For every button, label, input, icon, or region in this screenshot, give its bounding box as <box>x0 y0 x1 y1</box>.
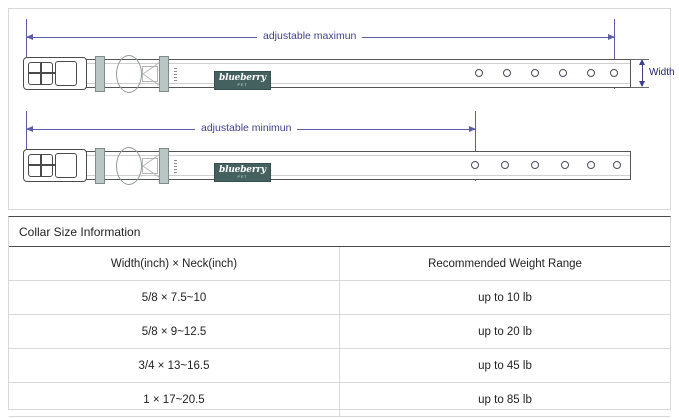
table-row: 3/4 × 13~16.5 up to 45 lb <box>9 348 670 383</box>
strap-hole <box>531 69 539 77</box>
dim-label-max: adjustable maximun <box>257 30 363 42</box>
strap-hole <box>561 161 569 169</box>
table-header-row: Width(inch) × Neck(inch) Recommended Wei… <box>9 246 670 281</box>
dim-ext-right-max <box>614 19 615 89</box>
table-caption-row: Collar Size Information <box>9 217 670 247</box>
strap-edge-stitch-max <box>174 68 177 82</box>
strap-hole <box>613 161 621 169</box>
cell-weight: up to 10 lb <box>339 280 670 315</box>
table-caption: Collar Size Information <box>9 217 670 247</box>
width-arrow-down <box>639 81 645 87</box>
strap-hole <box>559 69 567 77</box>
table-row: 5/8 × 7.5~10 up to 10 lb <box>9 280 670 315</box>
brand-logo-sub: PET <box>237 174 248 179</box>
brand-logo-patch-min: blueberry PET <box>214 163 271 182</box>
collar-diagram-minimum: adjustable minimun blueberry PET <box>9 9 670 209</box>
buckle-tongue-min <box>55 153 77 178</box>
buckle-pin-min <box>28 164 55 166</box>
cell-size: 5/8 × 9~12.5 <box>9 314 340 349</box>
brand-logo-word: blueberry <box>219 72 266 83</box>
width-arrow-up <box>639 59 645 65</box>
dim-arrow-left-max <box>26 33 33 40</box>
strap-hole <box>475 69 483 77</box>
keeper-loop-2-min <box>159 148 169 184</box>
strap-hole <box>501 161 509 169</box>
strap-edge-stitch-min <box>174 160 177 174</box>
dim-ext-left-min <box>26 111 27 159</box>
d-ring-min <box>116 147 142 185</box>
strap-hole <box>531 161 539 169</box>
dim-arrow-left-min <box>26 125 33 132</box>
cell-weight: up to 45 lb <box>339 348 670 383</box>
strap-hole <box>610 69 618 77</box>
width-arrow-line <box>642 61 643 86</box>
header-size: Width(inch) × Neck(inch) <box>9 246 340 281</box>
brand-logo-sub: PET <box>237 82 248 87</box>
strap-hole <box>503 69 511 77</box>
strap-stitch-top <box>67 155 630 156</box>
dim-arrow-right-max <box>608 33 615 40</box>
cell-weight: up to 20 lb <box>339 314 670 349</box>
brand-logo-patch-max: blueberry PET <box>214 71 271 90</box>
collar-diagram-panel: adjustable maximun blueberr <box>8 8 675 210</box>
brand-logo-word: blueberry <box>219 164 266 175</box>
keeper-loop-2-max <box>159 56 169 92</box>
cell-size: 5/8 × 7.5~10 <box>9 280 340 315</box>
collar-size-table: Collar Size Information Width(inch) × Ne… <box>9 217 670 418</box>
strap-stitch-bottom <box>67 83 630 84</box>
cell-size: 1 × 17~20.5 <box>9 382 340 417</box>
strap-hole <box>587 161 595 169</box>
buckle-tongue-max <box>55 61 77 86</box>
table-row: 5/8 × 9~12.5 up to 20 lb <box>9 314 670 349</box>
collar-size-table-panel: Collar Size Information Width(inch) × Ne… <box>8 216 671 417</box>
dim-ext-right-min <box>475 111 476 181</box>
strap-stitch-bottom <box>67 175 630 176</box>
stitch-box-max <box>142 66 158 82</box>
buckle-pin-max <box>28 72 55 74</box>
width-label: Width <box>649 67 675 78</box>
cell-weight: up to 85 lb <box>339 382 670 417</box>
collar-diagram-maximum: adjustable maximun blueberr <box>9 9 675 209</box>
strap-hole <box>471 161 479 169</box>
keeper-loop-1-max <box>95 56 105 92</box>
dim-arrow-right-min <box>469 125 476 132</box>
dim-label-min: adjustable minimun <box>195 122 298 134</box>
stitch-box-min <box>142 158 158 174</box>
buckle-crossbar-min <box>40 154 42 177</box>
keeper-loop-1-min <box>95 148 105 184</box>
table-row: 1 × 17~20.5 up to 85 lb <box>9 382 670 417</box>
buckle-crossbar-max <box>40 62 42 85</box>
strap-hole <box>587 69 595 77</box>
width-ext-bottom <box>631 87 649 88</box>
header-weight: Recommended Weight Range <box>339 246 670 281</box>
strap-stitch-top <box>67 63 630 64</box>
dim-ext-left-max <box>26 19 27 67</box>
cell-size: 3/4 × 13~16.5 <box>9 348 340 383</box>
